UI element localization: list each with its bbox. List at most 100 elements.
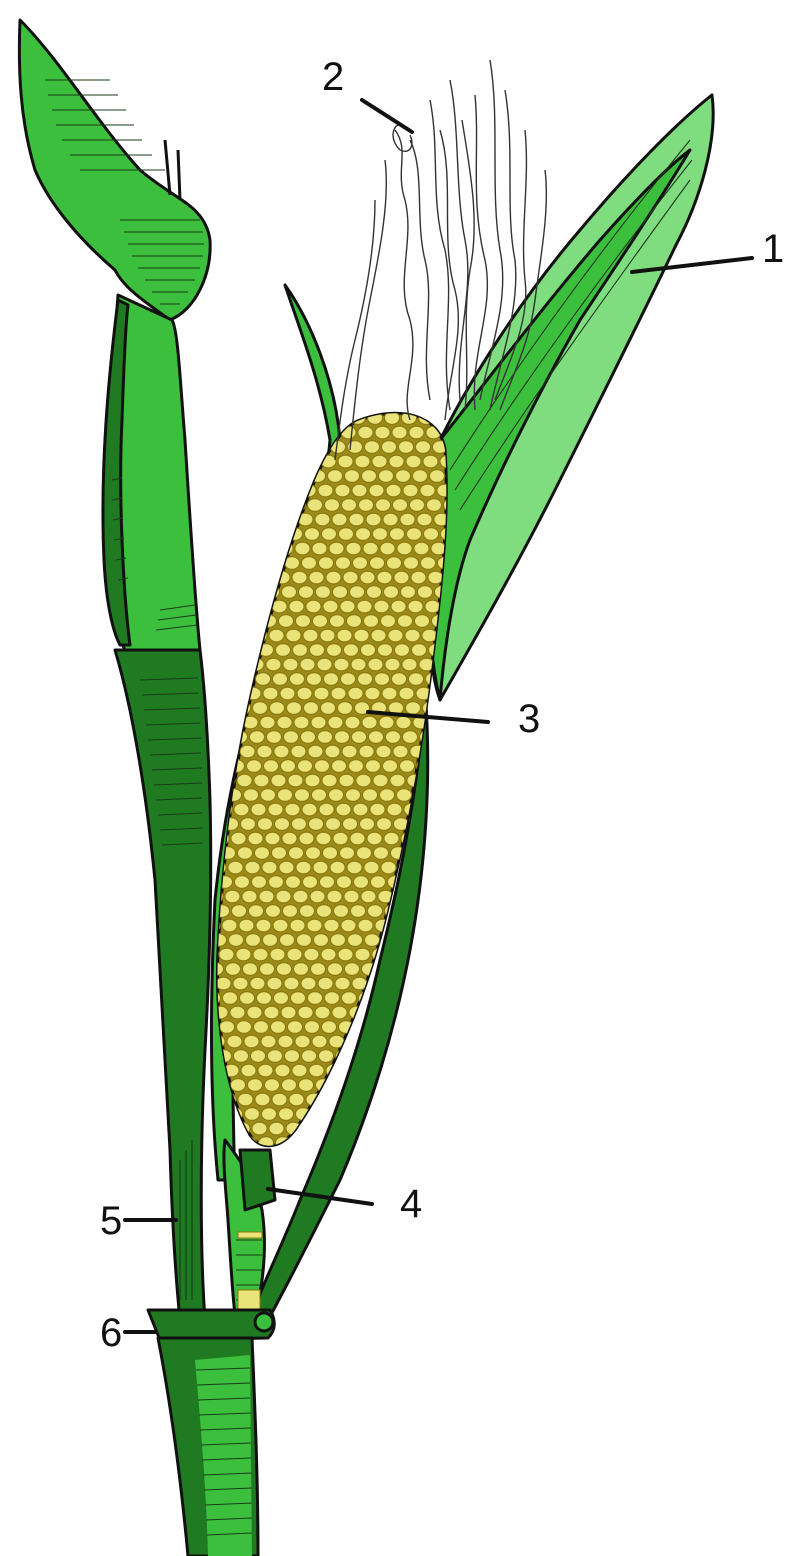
kernel: [256, 919, 271, 932]
kernel: [306, 673, 321, 686]
kernel: [247, 1079, 262, 1092]
kernel: [251, 876, 266, 889]
kernel: [210, 542, 225, 555]
kernel: [318, 977, 333, 990]
kernel: [277, 789, 292, 802]
kernel: [255, 600, 270, 613]
kernel: [242, 470, 257, 483]
kernel: [311, 716, 326, 729]
kernel: [227, 615, 242, 628]
kernel: [281, 1006, 296, 1019]
kernel: [373, 847, 388, 860]
kernel: [147, 1151, 162, 1164]
kernel: [236, 528, 251, 541]
kernel: [253, 948, 268, 961]
kernel: [362, 716, 377, 729]
kernel: [349, 586, 364, 599]
kernel: [263, 760, 278, 773]
kernel: [286, 702, 301, 715]
kernel: [233, 977, 248, 990]
kernel: [381, 861, 396, 874]
kernel: [284, 484, 299, 497]
kernel: [273, 919, 288, 932]
kernel: [255, 1093, 270, 1106]
kernel: [253, 455, 268, 468]
kernel: [335, 977, 350, 990]
kernel: [364, 861, 379, 874]
kernel: [280, 760, 295, 773]
kernel: [244, 615, 259, 628]
kernel: [372, 455, 387, 468]
kernel: [231, 412, 246, 425]
kernel: [276, 890, 291, 903]
kernel: [412, 470, 427, 483]
kernel: [287, 948, 302, 961]
kernel: [268, 803, 283, 816]
kernel: [298, 1006, 313, 1019]
kernel: [264, 1079, 279, 1092]
kernel: [380, 1108, 395, 1121]
kernel: [323, 600, 338, 613]
kernel: [364, 441, 379, 454]
kernel: [261, 1108, 276, 1121]
kernel: [297, 760, 312, 773]
kernel: [269, 702, 284, 715]
kernel: [351, 658, 366, 671]
kernel: [385, 731, 400, 744]
kernel: [341, 499, 356, 512]
kernel: [351, 1151, 366, 1164]
kernel: [313, 441, 328, 454]
kernel: [265, 905, 280, 918]
kernel: [301, 557, 316, 570]
kernel: [318, 1050, 333, 1063]
kernel: [303, 1122, 318, 1135]
kernel: [400, 586, 415, 599]
kernel: [194, 441, 209, 454]
kernel: [423, 455, 438, 468]
kernel: [349, 513, 364, 526]
kernel: [344, 470, 359, 483]
kernel: [388, 1122, 403, 1135]
kernel: [426, 499, 441, 512]
kernel: [394, 571, 409, 584]
kernel: [238, 1093, 253, 1106]
kernel: [295, 615, 310, 628]
kernel: [346, 542, 361, 555]
kernel: [386, 484, 401, 497]
kernel: [339, 847, 354, 860]
kernel: [358, 499, 373, 512]
kernel: [375, 426, 390, 439]
kernel: [305, 774, 320, 787]
kernel: [355, 528, 370, 541]
kernel: [130, 1151, 145, 1164]
kernel: [255, 673, 270, 686]
kernel: [222, 992, 237, 1005]
kernel: [375, 499, 390, 512]
kernel: [254, 847, 269, 860]
kernel: [366, 586, 381, 599]
kernel: [245, 934, 260, 947]
kernel: [361, 470, 376, 483]
lower-stem: [158, 1338, 258, 1556]
kernel: [239, 426, 254, 439]
kernel: [289, 673, 304, 686]
kernel: [403, 557, 418, 570]
kernel: [281, 1079, 296, 1092]
kernel: [332, 513, 347, 526]
kernel: [302, 876, 317, 889]
kernel: [273, 499, 288, 512]
kernel: [328, 789, 343, 802]
label-6: 6: [100, 1311, 122, 1355]
kernel: [260, 716, 275, 729]
kernel: [333, 832, 348, 845]
kernel: [306, 600, 321, 613]
kernel: [281, 513, 296, 526]
kernel: [148, 1050, 163, 1063]
kernel: [131, 1050, 146, 1063]
kernel: [289, 600, 304, 613]
callout-2: 2: [322, 55, 412, 132]
stem-node: [148, 1310, 274, 1340]
kernel: [212, 760, 227, 773]
kernel: [417, 586, 432, 599]
kernel: [383, 586, 398, 599]
